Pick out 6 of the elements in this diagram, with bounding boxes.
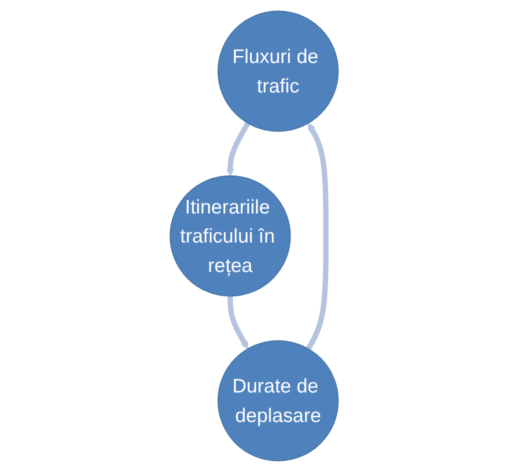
arrow	[227, 296, 248, 350]
node-circle: Itinerariile traficului în rețea	[170, 175, 291, 297]
node-circle: Fluxuri de trafic	[217, 10, 338, 132]
node-circle: Durate de deplasare	[217, 340, 338, 462]
arrow	[226, 122, 250, 176]
arrow	[306, 122, 328, 350]
